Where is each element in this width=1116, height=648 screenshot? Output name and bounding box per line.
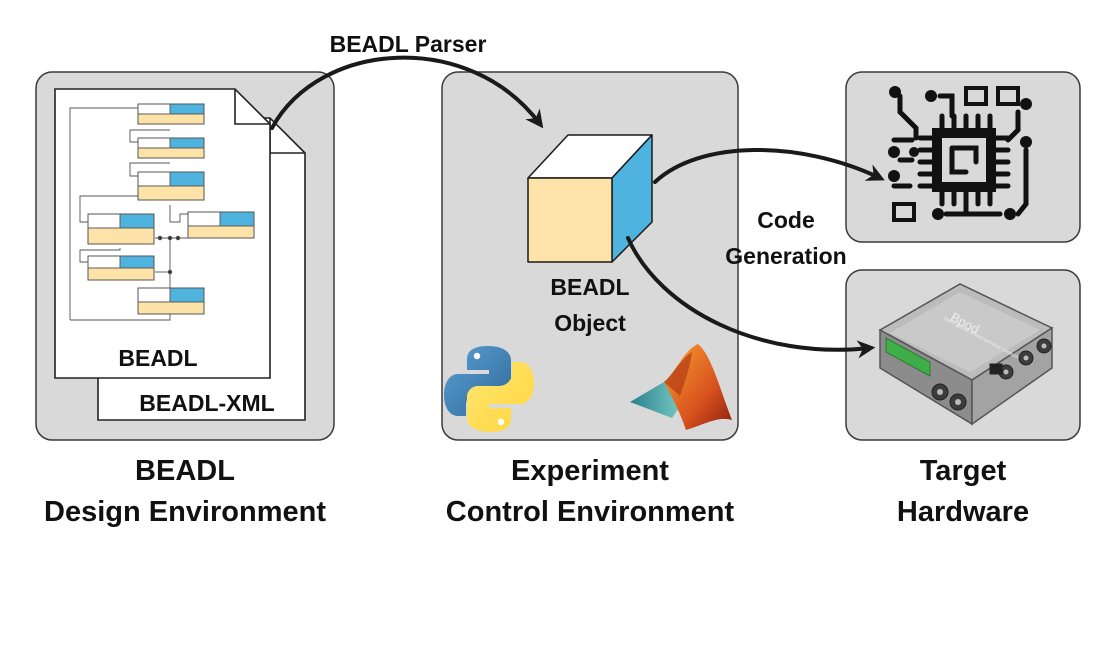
circuit-chip-icon — [891, 86, 1029, 222]
experiment-caption-line1: Experiment — [511, 455, 669, 487]
design-caption-line2: Design Environment — [44, 496, 326, 528]
parser-arrow — [270, 55, 544, 130]
parser-label: BEADL Parser — [330, 31, 487, 57]
hardware-caption-line2: Hardware — [897, 496, 1029, 528]
beadl-xml-label: BEADL-XML — [139, 390, 274, 416]
beadl-object-label-line1: BEADL — [550, 274, 629, 300]
design-panel: BEADL-XML BEADL — [35, 71, 335, 441]
arrows — [270, 55, 885, 359]
beadl-object-label-line2: Object — [554, 310, 626, 336]
bpod-device-icon: Bpod Open source animal behavior measure… — [878, 283, 1054, 426]
design-caption-line1: BEADL — [135, 455, 235, 487]
hardware-chip-panel — [845, 71, 1081, 243]
python-logo-icon — [444, 346, 534, 432]
beadl-object-cube-icon — [527, 134, 653, 263]
experiment-panel: BEADL Object — [441, 71, 739, 441]
beadl-label: BEADL — [118, 345, 197, 371]
codegen-label-line2: Generation — [725, 243, 846, 269]
hardware-device-panel: Bpod Open source animal behavior measure… — [845, 269, 1081, 441]
experiment-caption-line2: Control Environment — [446, 496, 735, 528]
hardware-caption-line1: Target — [920, 455, 1007, 487]
codegen-arrow-device — [626, 236, 876, 359]
beadl-document: BEADL — [54, 88, 271, 379]
state-machine-diagram-icon — [69, 103, 255, 321]
circuit-pads — [888, 86, 1032, 220]
codegen-label-line1: Code — [757, 207, 815, 233]
codegen-arrow-chip — [653, 148, 885, 184]
matlab-logo-icon — [630, 344, 732, 430]
